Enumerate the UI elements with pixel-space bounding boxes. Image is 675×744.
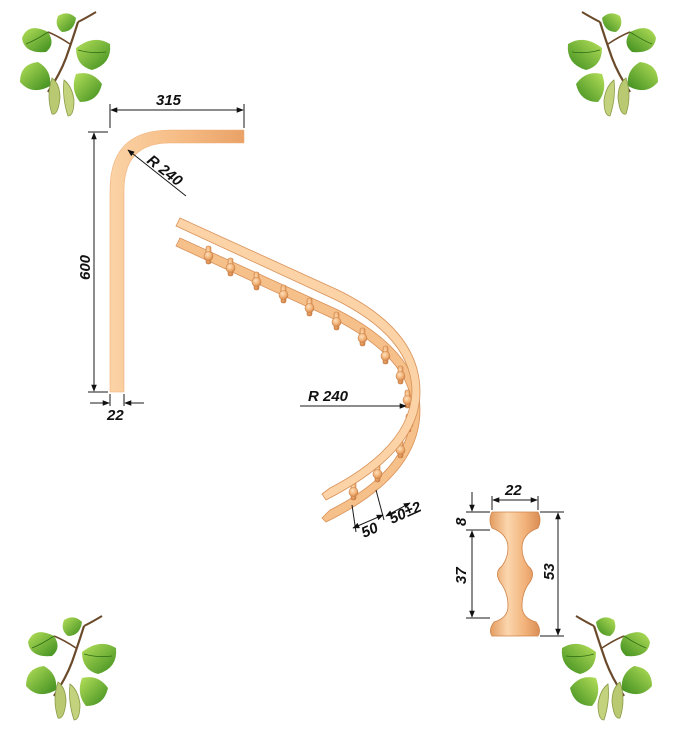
baluster-total-height-label: 53 (541, 563, 558, 580)
rail-height-label: 600 (77, 254, 94, 280)
balustrade-spacing-tolerance-label: 50±2 (387, 498, 425, 527)
rail-width-label: 315 (156, 92, 182, 109)
baluster-top-height-label: 8 (453, 517, 470, 526)
curved-balustrade-drawing: R 240 50 50±2 (175, 217, 425, 542)
rail-radius-label: R 240 (144, 152, 187, 190)
leaf-sprig-bottom-right-icon (560, 614, 654, 722)
leaf-sprig-bottom-left-icon (24, 614, 118, 722)
baluster-detail-drawing: 22 8 37 53 (453, 482, 564, 637)
baluster-width-label: 22 (504, 482, 522, 499)
balustrade-spacing-label: 50 (359, 519, 382, 542)
baluster-middle-height-label: 37 (453, 567, 470, 584)
leaf-sprig-top-left-icon (18, 10, 112, 118)
baluster-row (203, 245, 414, 501)
rail-thickness-label: 22 (106, 407, 124, 424)
balustrade-radius-label: R 240 (308, 388, 349, 405)
bent-rail-shape (109, 129, 245, 393)
baluster-shape (489, 511, 541, 637)
leaf-sprig-top-right-icon (566, 10, 660, 118)
